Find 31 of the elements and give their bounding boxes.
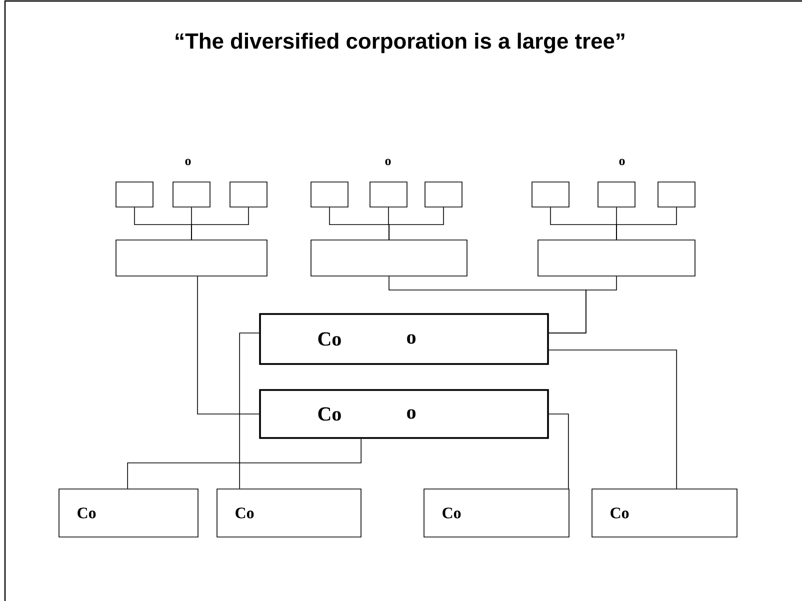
- box: [116, 240, 268, 276]
- group-label: o: [385, 158, 391, 166]
- box: [230, 182, 268, 208]
- box: [310, 182, 348, 208]
- group-label: o: [185, 158, 191, 166]
- box: [598, 182, 636, 208]
- connector-line: [388, 207, 444, 240]
- connector-line: [616, 207, 677, 240]
- company-box: Co o: [259, 389, 549, 439]
- box: [116, 182, 154, 208]
- connector-line: [548, 414, 569, 489]
- company-box: Co: [424, 488, 570, 538]
- connector-line: [191, 207, 249, 240]
- company-box: Co: [592, 488, 738, 538]
- connector-line: [197, 276, 260, 414]
- connector-line: [548, 350, 677, 489]
- box: [538, 240, 696, 276]
- connector-line: [239, 332, 260, 489]
- box: [424, 182, 462, 208]
- company-box: Co: [58, 488, 198, 538]
- title: “The diversified corporation is a large tree”: [176, 32, 624, 54]
- company-box: Co o: [259, 313, 549, 365]
- company-box: Co: [216, 488, 362, 538]
- box: [370, 182, 408, 208]
- connector-line: [548, 276, 617, 334]
- box: [658, 182, 696, 208]
- box: [532, 182, 570, 208]
- group-label: o: [619, 158, 625, 166]
- box: [310, 240, 468, 276]
- connector-line: [127, 438, 362, 489]
- box: [172, 182, 210, 208]
